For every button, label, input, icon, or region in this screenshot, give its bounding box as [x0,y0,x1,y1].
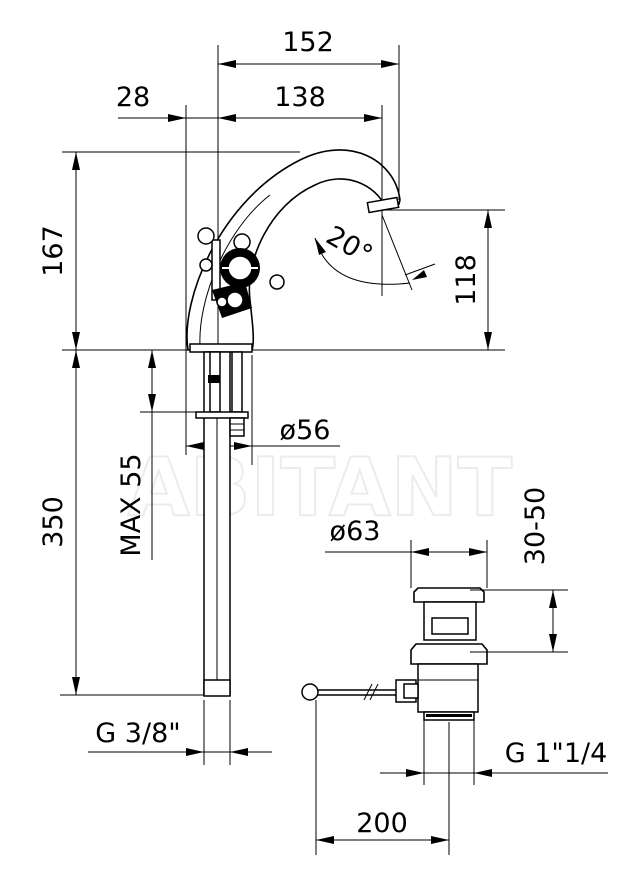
dim-350: 350 [38,496,69,548]
dim-diameter-56: ø56 [280,415,331,446]
dimension-labels: 152 28 138 167 118 20° ø56 MAX 55 350 ø6… [38,27,607,839]
faucet-body [186,149,401,697]
dim-138: 138 [274,82,326,113]
dim-200: 200 [356,808,408,839]
dim-28: 28 [116,82,150,113]
dim-167: 167 [38,225,69,277]
dim-diameter-63: ø63 [330,516,381,547]
dim-max-55: MAX 55 [116,453,147,556]
dimension-lines [60,45,608,855]
dim-152: 152 [282,27,334,58]
dim-g-1-1-4: G 1"1/4 [505,738,608,769]
popup-waste [301,587,488,721]
dim-118: 118 [451,254,482,306]
dim-g-3-8: G 3/8" [95,718,180,749]
dim-30-50: 30-50 [520,487,551,565]
dim-angle-20: 20° [321,220,378,271]
watermark: ABITANT [128,441,513,534]
